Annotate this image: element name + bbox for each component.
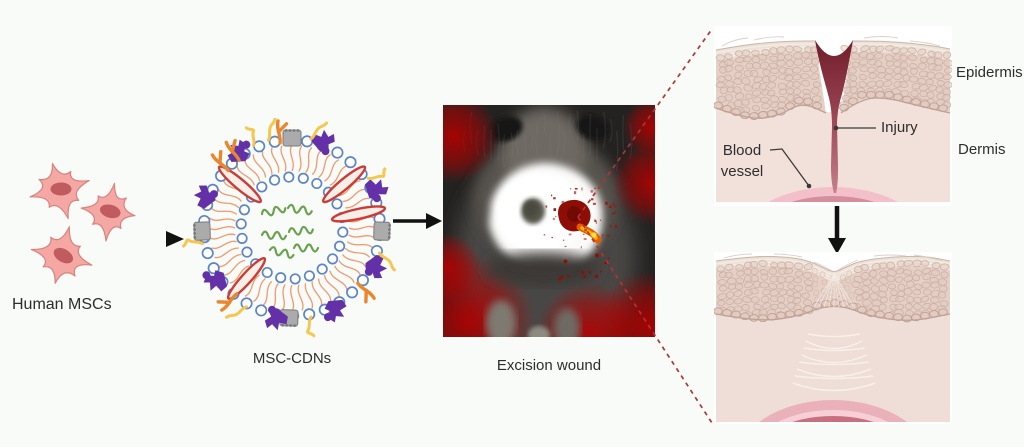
flow-arrow-right-icon [393, 213, 442, 229]
dermis-label: Dermis [958, 141, 1006, 158]
msc-cdns-illustration [182, 118, 396, 338]
blood-vessel-label: Blood vessel [720, 142, 764, 180]
human-mscs-illustration [29, 162, 136, 284]
mouse-fluorescence-image [443, 105, 655, 337]
human-mscs-label: Human MSCs [12, 296, 112, 313]
excision-wound-label: Excision wound [496, 357, 602, 374]
epidermis-label: Epidermis [956, 64, 1023, 81]
flow-arrow-right-icon [126, 231, 184, 247]
healed-skin-illustration [714, 252, 952, 424]
injury-label: Injury [881, 119, 918, 136]
msc-cdns-label: MSC-CDNs [252, 350, 332, 367]
healing-arrow-down-icon [828, 206, 846, 254]
